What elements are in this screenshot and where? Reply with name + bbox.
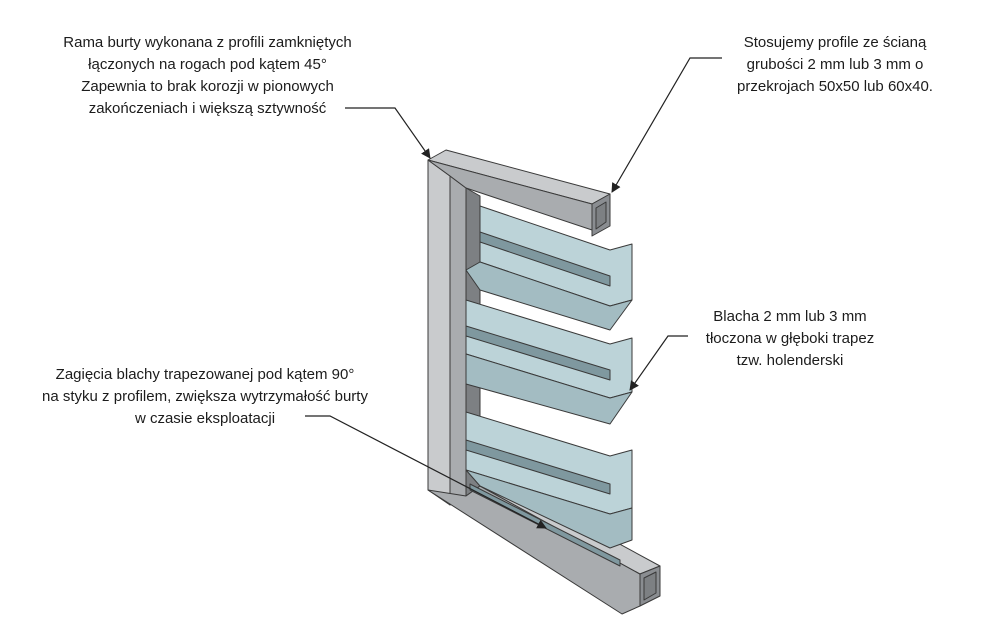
leader-profile xyxy=(611,57,722,193)
annotation-sheet-spec: Blacha 2 mm lub 3 mm tłoczona w głęboki … xyxy=(655,306,925,372)
sheet-rib-1-fold xyxy=(465,261,633,331)
frame-top-end-hollow xyxy=(595,201,607,230)
frame-left-side-face xyxy=(449,175,467,506)
annotation-line: w czasie eksploatacji xyxy=(134,410,276,427)
sheet-rib-3-fold xyxy=(465,469,633,549)
annotation-line: Zapewnia to brak korozji w pionowych xyxy=(81,78,334,95)
annotation-line: na styku z profilem, zwiększa wytrzymało… xyxy=(42,388,368,405)
annotation-line: Blacha 2 mm lub 3 mm xyxy=(713,308,867,325)
sheet-rib-3-shadow xyxy=(465,439,611,495)
annotation-line: tłoczona w głęboki trapez xyxy=(705,330,875,347)
annotation-frame-construction: Rama burty wykonana z profili zamkniętyc… xyxy=(10,32,405,120)
sheet-rib-1-shadow xyxy=(479,231,611,287)
annotation-line: Zagięcia blachy trapezowanej pod kątem 9… xyxy=(55,366,355,383)
leader-sheet xyxy=(629,335,688,391)
annotation-line: łączonych na rogach pod kątem 45° xyxy=(88,56,327,73)
annotation-line: zakończeniach i większą sztywność xyxy=(88,100,327,117)
sheet-rib-2-shadow xyxy=(465,325,611,381)
leader-frame xyxy=(345,107,431,159)
frame-top-front-face xyxy=(427,159,593,231)
annotation-line: Rama burty wykonana z profili zamkniętyc… xyxy=(63,34,352,51)
frame-bottom-end-hollow xyxy=(643,571,657,601)
leader-bend xyxy=(305,415,547,529)
sheet-rib-2-fold xyxy=(465,353,633,425)
annotation-line: przekrojach 50x50 lub 60x40. xyxy=(737,78,933,95)
annotation-line: grubości 2 mm lub 3 mm o xyxy=(746,56,924,73)
frame-left-front-face xyxy=(427,159,451,506)
annotation-sheet-bend: Zagięcia blachy trapezowanej pod kątem 9… xyxy=(0,364,410,430)
annotation-line: Stosujemy profile ze ścianą xyxy=(743,34,927,51)
annotation-profile-spec: Stosujemy profile ze ścianą grubości 2 m… xyxy=(670,32,1000,98)
annotation-line: tzw. holenderski xyxy=(736,352,844,369)
leader-lines xyxy=(305,57,722,529)
